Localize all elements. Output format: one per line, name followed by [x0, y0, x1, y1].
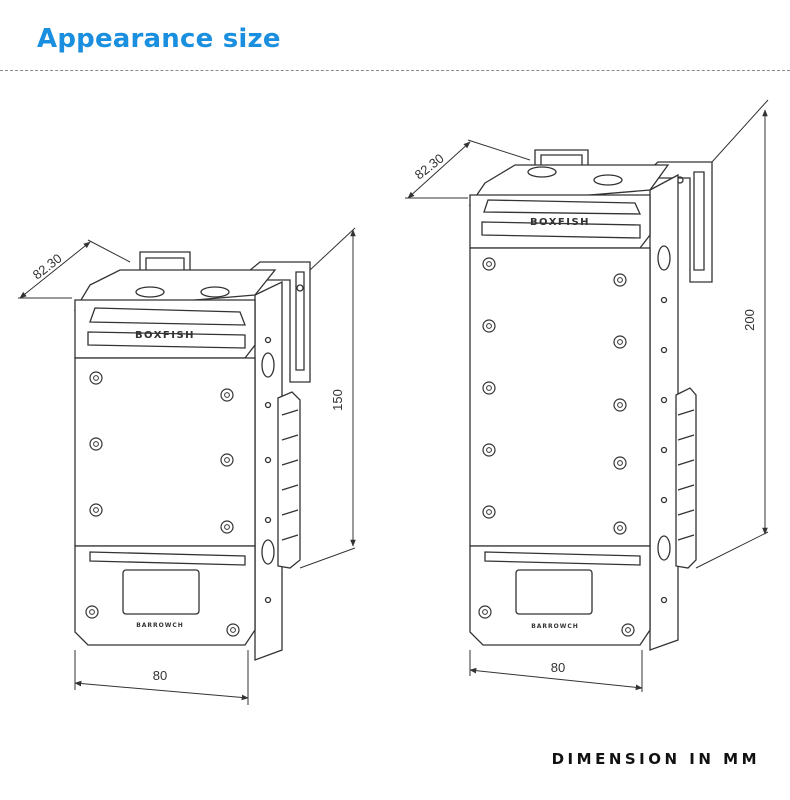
reservoir-unit-150	[73, 251, 311, 661]
width-label-200: 80	[551, 660, 565, 675]
height-label-200: 200	[742, 309, 757, 331]
page-title: Appearance size	[37, 24, 281, 54]
depth-label-200: 82.30	[412, 151, 447, 183]
width-label-150: 80	[153, 668, 167, 683]
dimension-unit-note: DIMENSION IN MM	[551, 750, 760, 768]
brand-logo-top-200: BOXFISH	[530, 217, 590, 228]
dimension-lines-200	[405, 99, 769, 692]
brand-logo-bottom-200: BARROWCH	[531, 623, 579, 630]
reservoir-unit-200	[468, 149, 713, 651]
height-label-150: 150	[330, 389, 345, 411]
dimension-lines-150	[18, 227, 356, 705]
brand-logo-top-150: BOXFISH	[135, 330, 195, 341]
brand-logo-bottom-150: BARROWCH	[136, 622, 184, 629]
header-divider	[0, 70, 790, 71]
